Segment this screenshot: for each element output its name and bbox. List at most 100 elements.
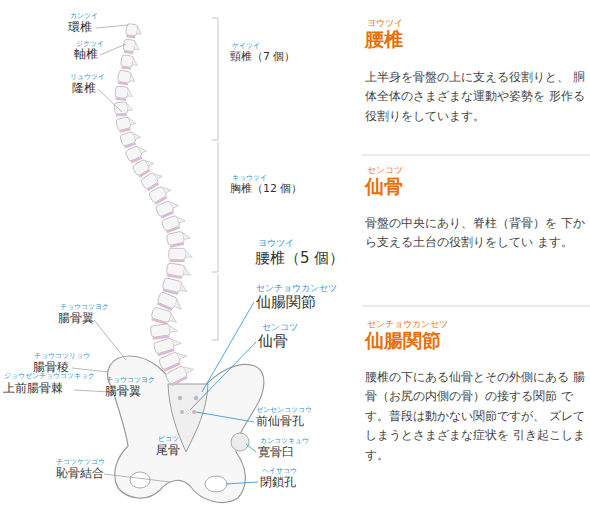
bracket-line	[212, 142, 218, 272]
leader-line	[246, 444, 256, 452]
vertebra-shape	[117, 70, 136, 86]
region-name: 胸椎（12 個）	[230, 183, 303, 196]
vertebra-shape	[161, 213, 187, 233]
part-name: 軸椎	[74, 48, 98, 62]
vertebra-shape	[169, 248, 193, 261]
foramen-hole	[180, 410, 184, 414]
part-name: 尾骨	[156, 444, 180, 458]
section-heading: 仙腸関節	[365, 330, 441, 352]
part-name: 仙骨	[258, 333, 288, 350]
spinous-process	[137, 27, 142, 34]
spinous-process	[172, 337, 181, 346]
vertebra-body	[115, 86, 129, 99]
leader-line	[98, 89, 122, 112]
vertebra-shape	[151, 307, 179, 326]
description-text: 骨盤の中央にあり、脊柱（背骨）を 下から支える土台の役割りをしてい ます。	[365, 214, 590, 253]
bracket-line	[212, 18, 218, 140]
foramen-hole	[178, 396, 182, 400]
obturator-hole	[130, 472, 150, 488]
furigana: ヨウツイ	[258, 238, 294, 248]
spine	[114, 22, 195, 386]
leader-line	[74, 390, 110, 392]
region-name: 頸椎（7 個）	[230, 51, 296, 64]
spinous-process	[127, 103, 133, 110]
vertebra-shape	[153, 335, 182, 355]
part-name: 隆椎	[72, 82, 96, 96]
vertebra-body	[151, 307, 172, 323]
vertebra-shape	[150, 323, 178, 339]
vertebra-body	[169, 248, 186, 260]
spinous-process	[177, 215, 185, 223]
spinous-process	[130, 74, 136, 81]
furigana: キョウツイ	[232, 174, 267, 182]
spinous-process	[180, 284, 188, 292]
disc-shape	[124, 52, 133, 53]
vertebra-shape	[115, 86, 134, 101]
disc-shape	[167, 227, 180, 232]
part-name: 閉鎖孔	[260, 476, 296, 490]
furigana: ケイツイ	[232, 42, 260, 50]
vertebra-shape	[155, 198, 180, 218]
spinous-process	[170, 200, 178, 209]
heading-furigana: センコツ	[367, 165, 403, 175]
furigana: チョウコツリョウ	[34, 352, 90, 360]
heading-furigana: ヨウツイ	[367, 18, 403, 28]
separators	[362, 155, 590, 306]
leader-line	[226, 482, 258, 484]
part-name: 腸骨翼	[58, 312, 94, 326]
section-heading: 腰椎	[365, 29, 403, 51]
vertebra-body	[150, 324, 170, 338]
disc-shape	[172, 377, 188, 385]
disc-shape	[126, 36, 135, 37]
leader-line	[202, 302, 254, 392]
leader-line	[190, 342, 256, 410]
description-text: 上半身を骨盤の上に支える役割りと、 胴体全体のさまざまな運動や姿勢を 形作る役割…	[365, 68, 590, 126]
spinous-process	[183, 231, 191, 239]
part-name: 恥骨結合	[56, 467, 104, 481]
leader-line	[104, 474, 170, 482]
vertebra-shape	[165, 362, 196, 386]
furigana: ゼンセンコツコウ	[256, 406, 312, 414]
vertebra-body	[117, 70, 131, 84]
furigana: ジョウゼンチョウコツキョク	[4, 372, 95, 380]
disc-shape	[118, 83, 128, 85]
section-heading: 仙骨	[365, 176, 403, 198]
spinous-process	[177, 350, 187, 359]
part-name: 環椎	[68, 21, 92, 35]
vertebra-shape	[166, 263, 192, 280]
leader-line	[94, 320, 126, 360]
furigana: チョウコツヨク	[106, 376, 155, 384]
spinous-process	[145, 158, 153, 167]
disc-shape	[153, 336, 170, 338]
disc-shape	[170, 260, 185, 262]
part-name: 仙腸関節	[256, 294, 316, 311]
leader-line	[96, 25, 128, 28]
spinous-process	[128, 89, 134, 96]
vertebra-body	[114, 102, 128, 114]
spinous-process	[133, 58, 139, 65]
furigana: センコツ	[262, 322, 298, 332]
furigana: センチョウカンセツ	[256, 283, 337, 293]
furigana: ジクツイ	[76, 40, 104, 48]
acetabulum-shape	[231, 433, 249, 451]
vertebra-shape	[120, 129, 142, 147]
spinous-process	[129, 117, 136, 125]
bracket-line	[212, 274, 218, 340]
spinous-process	[186, 250, 193, 257]
vertebra-body	[120, 55, 133, 68]
vertebra-shape	[116, 115, 137, 132]
foramen-hole	[192, 410, 196, 414]
spinous-process	[184, 268, 192, 276]
vertebra-shape	[120, 55, 138, 70]
obturator-hole	[205, 476, 227, 492]
furigana: ビコツ	[158, 435, 179, 443]
vertebra-shape	[123, 39, 141, 54]
furigana: カンツイ	[70, 12, 98, 20]
leader-line	[72, 368, 108, 372]
disc-shape	[152, 319, 168, 324]
spinous-process	[154, 171, 163, 180]
disc-shape	[121, 67, 131, 68]
furigana: ヘイサコウ	[262, 467, 297, 475]
spinous-process	[169, 314, 178, 322]
